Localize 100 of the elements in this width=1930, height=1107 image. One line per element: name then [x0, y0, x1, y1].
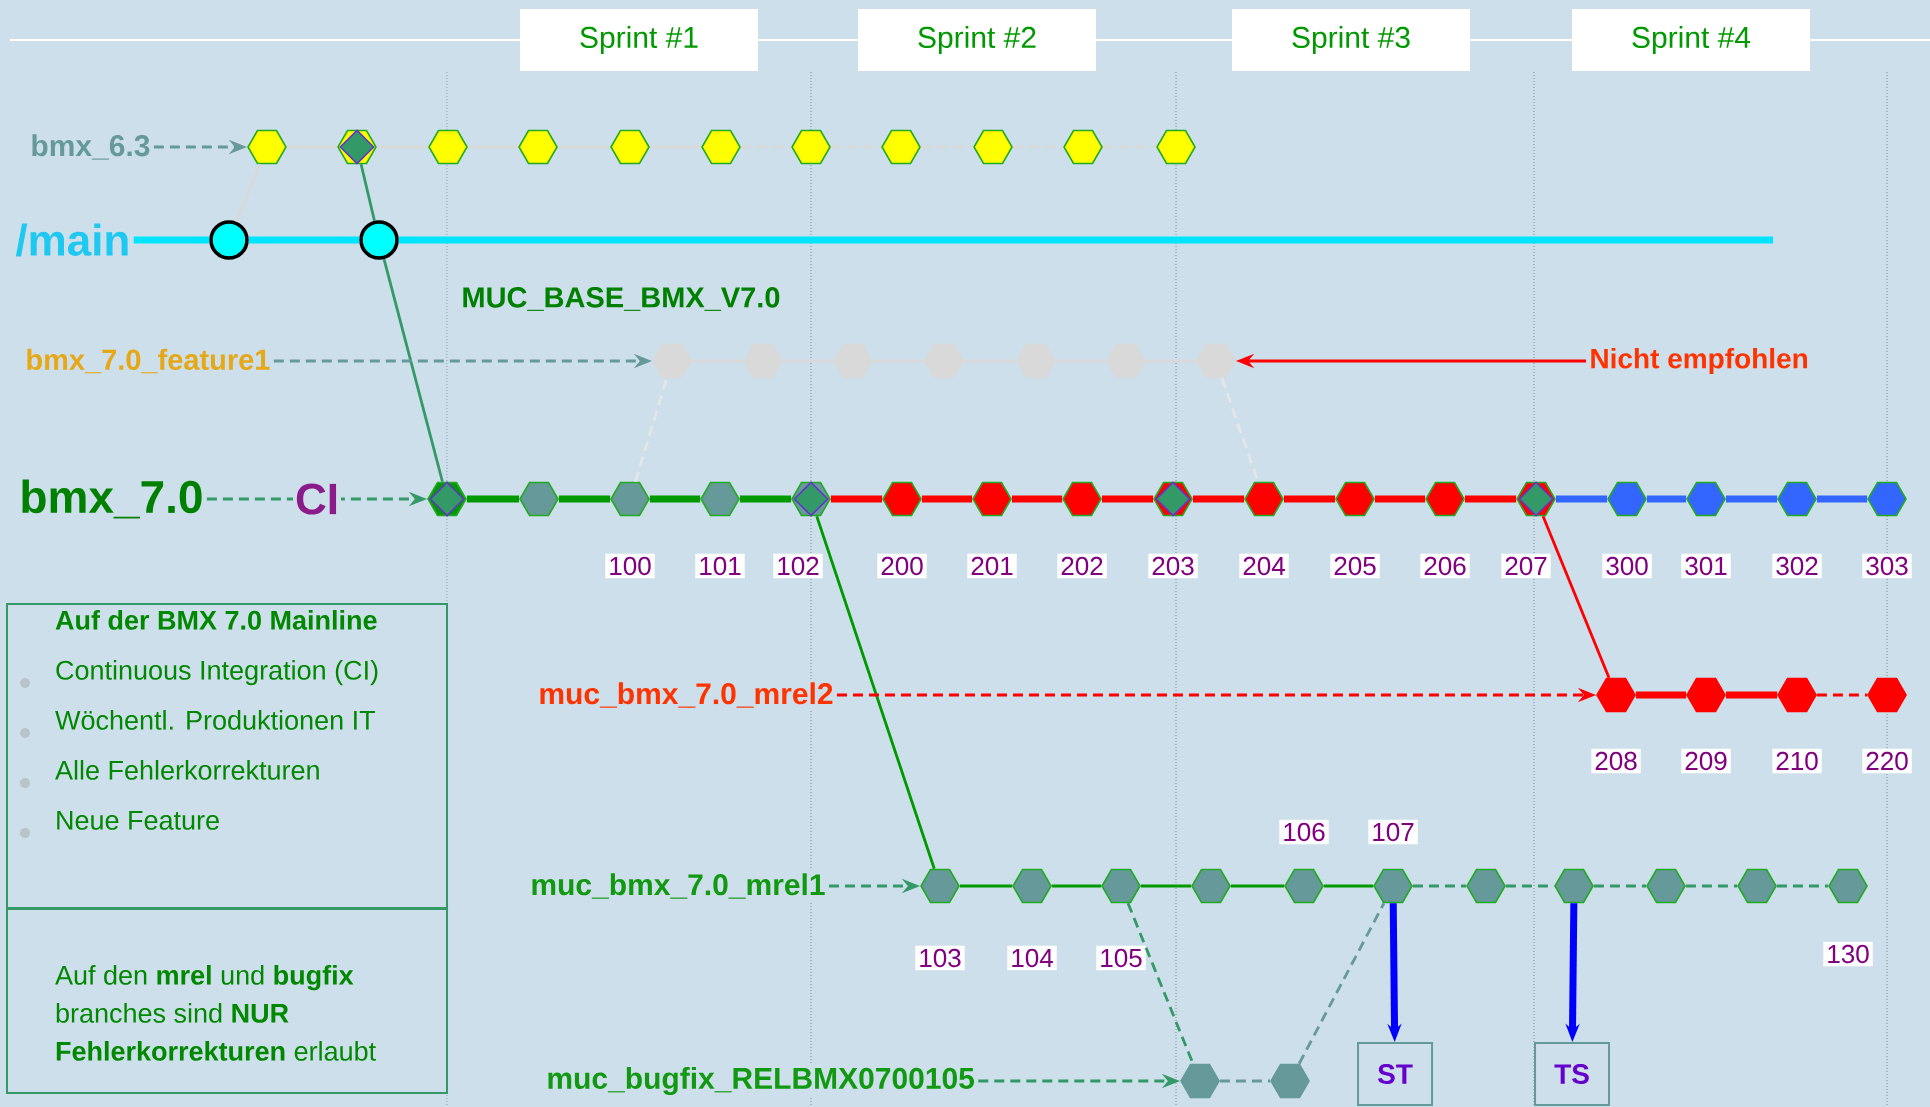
branch-line [1646, 495, 1687, 503]
commit-hexagon [920, 868, 960, 904]
commit-hexagon [1063, 129, 1103, 165]
commit-number: 302 [1772, 553, 1822, 579]
commit-number: 208 [1591, 748, 1641, 774]
commit-hexagon [428, 129, 468, 165]
commit-hexagon [1101, 868, 1141, 904]
commit-hexagon [610, 129, 650, 165]
branch-label: /main [12, 220, 134, 260]
branch-label: bmx_6.3 [27, 131, 154, 163]
commit-hexagon [1425, 481, 1465, 517]
commit-hexagon [1867, 677, 1907, 713]
commit-number: 202 [1057, 553, 1107, 579]
commit-number: 107 [1368, 819, 1418, 845]
commit-number: 100 [605, 553, 655, 579]
note-text: Auf den mrel und bugfix branches sind NUR Fehlerkorrekturen erlaubt [55, 965, 376, 1061]
branch-line [1635, 691, 1687, 699]
branch-line [248, 236, 360, 244]
branch-line [1219, 1079, 1271, 1083]
sprint-box: Sprint #1 [520, 9, 758, 71]
commit-hexagon [973, 129, 1013, 165]
branch-line [649, 495, 701, 503]
merge-marker [791, 481, 831, 517]
commit-number: 210 [1772, 748, 1822, 774]
branch-line [1140, 884, 1192, 888]
commit-hexagon [972, 481, 1012, 517]
branch-line [558, 495, 611, 503]
commit-hexagon [1867, 481, 1907, 517]
commit-hexagon [1686, 677, 1726, 713]
baseline-label: MUC_BASE_BMX_V7.0 [458, 284, 784, 314]
sprint-box: Sprint #3 [1232, 9, 1470, 71]
branch-line [466, 495, 520, 503]
commit-hexagon [881, 129, 921, 165]
branch-label: muc_bugfix_RELBMX0700105 [543, 1063, 978, 1099]
commit-hexagon [1180, 1063, 1220, 1099]
commit-hexagon [1196, 343, 1236, 379]
commit-hexagon [1373, 868, 1413, 904]
edge-label: CI [293, 481, 341, 517]
commit-hexagon [1777, 481, 1817, 517]
commit-hexagon [1607, 481, 1647, 517]
list-item: Wöchentl. Produktionen IT [55, 710, 375, 730]
commit-number: 205 [1330, 553, 1380, 579]
note-heading: Auf der BMX 7.0 Mainline [55, 610, 377, 630]
commit-hexagon [1335, 481, 1375, 517]
commit-hexagon [791, 129, 831, 165]
commit-number: 201 [967, 553, 1017, 579]
branch-line [1101, 495, 1154, 503]
branch-line [1725, 691, 1778, 699]
branch-line [1725, 495, 1778, 503]
warning-text: Nicht empfohlen [1586, 344, 1812, 378]
branch-line [359, 163, 376, 222]
commit-hexagon [1284, 868, 1324, 904]
branch-line [133, 236, 210, 244]
commit-hexagon [1466, 868, 1506, 904]
commit-hexagon [247, 129, 287, 165]
branch-line [959, 884, 1013, 888]
commit-hexagon [1062, 481, 1102, 517]
branch-label: muc_bmx_7.0_mrel1 [527, 870, 829, 902]
note-box [6, 908, 448, 1094]
commit-number: 200 [877, 553, 927, 579]
sprint-box: Sprint #2 [858, 9, 1096, 71]
commit-number: 102 [773, 553, 823, 579]
commit-hexagon [1828, 868, 1868, 904]
branch-line [633, 377, 669, 483]
commit-hexagon [1777, 677, 1817, 713]
commit-number: 207 [1501, 553, 1551, 579]
merge-marker [427, 481, 467, 517]
commit-hexagon [518, 129, 558, 165]
branch-label: bmx_7.0 [16, 476, 207, 522]
branch-line [398, 236, 1774, 244]
commit-hexagon [1596, 677, 1636, 713]
branch-line [1323, 884, 1374, 888]
commit-number: 103 [915, 945, 965, 971]
branch-line [1412, 884, 1467, 888]
merge-marker [337, 129, 377, 165]
commit-number: 101 [695, 553, 745, 579]
commit-number: 104 [1007, 945, 1057, 971]
branch-line [1374, 495, 1426, 503]
commit-number: 204 [1239, 553, 1289, 579]
branch-line [1297, 902, 1386, 1065]
branch-line [1685, 884, 1738, 888]
commit-hexagon [882, 481, 922, 517]
branch-label: bmx_7.0_feature1 [22, 345, 274, 377]
sprint-box: Sprint #4 [1572, 9, 1811, 71]
branch-line [1051, 884, 1102, 888]
branch-line [1464, 495, 1517, 503]
branch-line [1230, 884, 1285, 888]
commit-number: 220 [1862, 748, 1912, 774]
branch-line [1816, 693, 1868, 697]
commit-hexagon [1012, 868, 1052, 904]
branch-line [1776, 884, 1829, 888]
commit-number: 301 [1681, 553, 1731, 579]
branch-line [1192, 495, 1245, 503]
commit-hexagon [1686, 481, 1726, 517]
branch-line [739, 495, 792, 503]
commit-number: 105 [1096, 945, 1146, 971]
commit-number: 206 [1420, 553, 1470, 579]
list-item: Continuous Integration (CI) [56, 660, 378, 686]
branch-line [830, 495, 883, 503]
stage-box: ST [1357, 1042, 1434, 1106]
